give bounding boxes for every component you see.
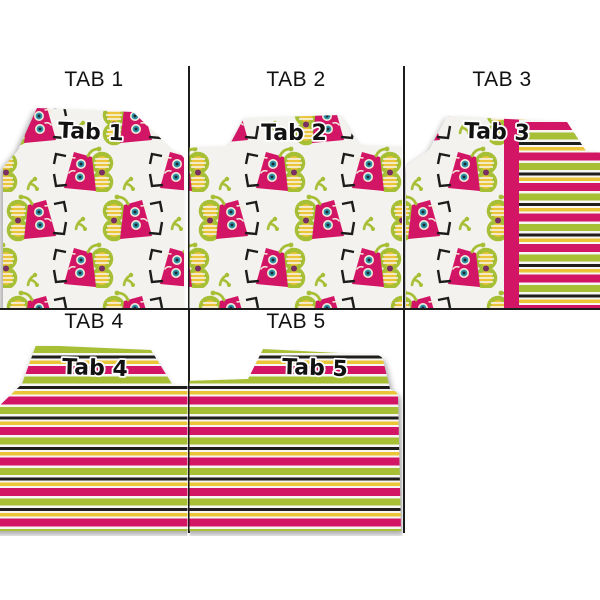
folder-3-shape: Tab 3	[406, 116, 600, 308]
folder-2-tab-label: Tab 2	[261, 121, 327, 146]
folder-4-tab-label: Tab 4	[62, 355, 129, 382]
cell-label-tab-2: TAB 2	[266, 68, 326, 91]
folder-5-shape: Tab 5	[189, 349, 401, 531]
grid-line-vertical-1	[188, 66, 190, 533]
folder-4-body	[0, 345, 188, 531]
folder-3-stripe-area	[519, 116, 600, 308]
grid-line-horizontal	[0, 308, 600, 310]
folder-2-shape: Tab 2	[189, 115, 402, 308]
folder-preview-tab-1[interactable]: Tab 1	[3, 108, 184, 312]
folder-5-tab-label: Tab 5	[282, 355, 349, 382]
folder-3-tab-label: Tab 3	[464, 119, 531, 146]
folder-1-tab-label: Tab 1	[58, 119, 125, 147]
folder-2-body	[189, 115, 402, 308]
grid-line-vertical-2	[403, 66, 405, 533]
cell-label-tab-5: TAB 5	[266, 310, 326, 333]
folder-preview-tab-2[interactable]: Tab 2	[182, 115, 412, 312]
cell-label-tab-3: TAB 3	[472, 68, 532, 91]
folder-5-body	[189, 349, 401, 531]
cell-label-tab-4: TAB 4	[64, 310, 124, 333]
folder-preview-tab-3[interactable]: Tab 3	[400, 100, 600, 315]
folder-1-shape: Tab 1	[3, 108, 184, 308]
folder-3-magenta-band	[504, 116, 519, 308]
folder-4-shape: Tab 4	[0, 345, 188, 531]
cell-label-tab-1: TAB 1	[64, 68, 124, 91]
folder-1-body	[3, 108, 184, 308]
folder-preview-tab-5[interactable]: Tab 5	[184, 349, 401, 531]
folder-preview-tab-4[interactable]: Tab 4	[0, 345, 195, 531]
